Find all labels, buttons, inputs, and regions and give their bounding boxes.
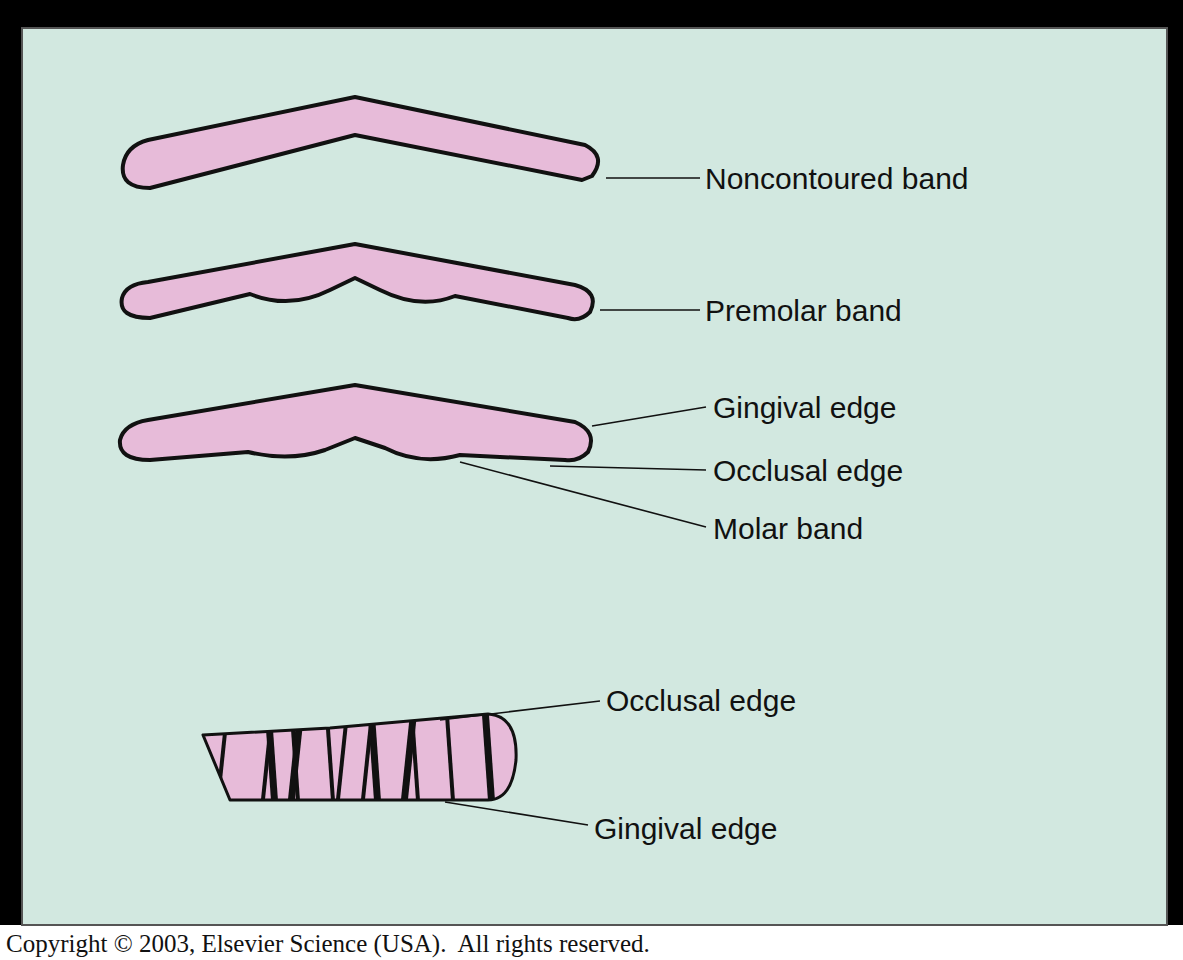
premolar-band [122, 244, 593, 319]
leader-line [445, 802, 588, 825]
shade-stripe [481, 700, 496, 810]
leader-line [600, 309, 700, 311]
shade-stripe [287, 700, 306, 810]
leader-lines [440, 178, 706, 825]
shade-stripe [547, 700, 559, 810]
band-name: Molar band [713, 512, 863, 545]
noncontoured-band [123, 97, 598, 188]
dark-margin [0, 0, 1183, 925]
shade-stripe [260, 700, 276, 810]
shade-stripe [177, 700, 196, 810]
shade-stripe [143, 700, 159, 810]
edge-label: Gingival edge [713, 391, 896, 424]
leader-line [592, 407, 706, 426]
formed-band-outline [203, 714, 516, 800]
band-name: Noncontoured band [705, 162, 969, 195]
shade-stripe [519, 700, 531, 810]
shade-stripe [360, 700, 376, 810]
leader-line [606, 177, 700, 179]
molar-band [120, 385, 591, 460]
leader-line [440, 701, 600, 720]
leader-line [550, 466, 706, 470]
edge-label: Occlusal edge [713, 454, 903, 487]
panel [22, 28, 1167, 925]
band-name: Premolar band [705, 294, 902, 327]
edge-label: Gingival edge [594, 812, 777, 845]
shade-stripe [324, 700, 336, 810]
shade-stripe [400, 700, 419, 810]
band-shading [143, 700, 559, 810]
formed-band [203, 714, 516, 800]
edge-label: Occlusal edge [606, 684, 796, 717]
shade-stripe [335, 700, 351, 810]
leader-line [460, 462, 706, 527]
copyright-caption: Copyright © 2003, Elsevier Science (USA)… [6, 930, 650, 958]
